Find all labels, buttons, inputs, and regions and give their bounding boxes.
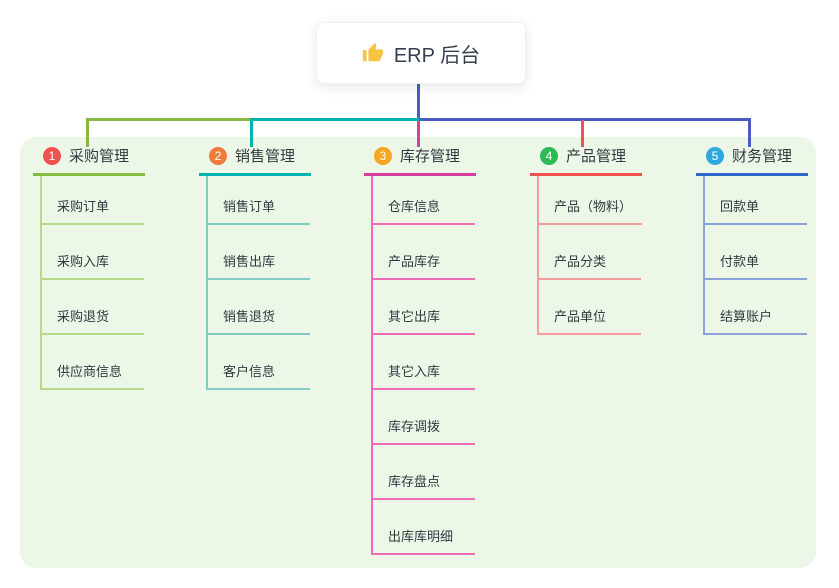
child-node[interactable]: 产品库存 (373, 225, 475, 280)
branch-index-badge: 5 (706, 146, 724, 165)
root-stem-line (417, 82, 420, 121)
drop-line-branch2 (250, 118, 253, 147)
branch-children: 销售订单 销售出库 销售退货 客户信息 (206, 176, 310, 390)
child-node[interactable]: 采购退货 (42, 280, 144, 335)
branch-column-procurement: 1 采购管理 采购订单 采购入库 采购退货 供应商信息 (33, 145, 193, 390)
branch-node-procurement[interactable]: 1 采购管理 (33, 145, 145, 176)
child-node[interactable]: 其它出库 (373, 280, 475, 335)
branch-label: 销售管理 (235, 148, 296, 165)
branch-index-badge: 1 (43, 146, 61, 165)
child-node[interactable]: 产品（物料） (539, 176, 643, 225)
thumbs-up-icon (362, 42, 383, 62)
connector-segment-green (86, 118, 252, 121)
branch-node-product[interactable]: 4 产品管理 (530, 145, 642, 176)
child-node[interactable]: 回款单 (705, 176, 807, 225)
branch-label: 采购管理 (69, 148, 130, 165)
branch-index-badge: 4 (540, 146, 558, 165)
child-node[interactable]: 结算账户 (705, 280, 807, 335)
drop-line-branch3 (417, 121, 420, 147)
drop-line-branch4 (581, 120, 584, 147)
root-node-erp-backend[interactable]: ERP 后台 (316, 22, 526, 84)
mindmap-canvas-panel (20, 137, 816, 568)
branch-label: 产品管理 (566, 148, 627, 165)
connector-segment-teal (252, 118, 419, 121)
branch-index-badge: 2 (209, 146, 227, 165)
child-node[interactable]: 采购订单 (42, 176, 144, 225)
child-node[interactable]: 出库库明细 (373, 500, 475, 555)
branch-index-badge: 3 (374, 146, 392, 165)
branch-label: 库存管理 (400, 148, 461, 165)
branch-children: 产品（物料） 产品分类 产品单位 (537, 176, 643, 335)
drop-line-branch5 (748, 118, 751, 147)
child-node[interactable]: 产品单位 (539, 280, 641, 335)
child-node[interactable]: 销售出库 (208, 225, 310, 280)
child-node[interactable]: 销售退货 (208, 280, 310, 335)
child-node[interactable]: 付款单 (705, 225, 807, 280)
branch-children: 仓库信息 产品库存 其它出库 其它入库 库存调拨 库存盘点 出库库明细 (371, 176, 475, 555)
child-node[interactable]: 其它入库 (373, 335, 475, 390)
branch-column-inventory: 3 库存管理 仓库信息 产品库存 其它出库 其它入库 库存调拨 库存盘点 出库库… (364, 145, 524, 555)
child-node[interactable]: 采购入库 (42, 225, 144, 280)
branch-label: 财务管理 (732, 148, 793, 165)
branch-children: 回款单 付款单 结算账户 (703, 176, 807, 335)
branch-column-product: 4 产品管理 产品（物料） 产品分类 产品单位 (530, 145, 690, 335)
child-node[interactable]: 销售订单 (208, 176, 310, 225)
child-node[interactable]: 客户信息 (208, 335, 310, 390)
branch-children: 采购订单 采购入库 采购退货 供应商信息 (40, 176, 144, 390)
drop-line-branch1 (86, 118, 89, 147)
branch-node-inventory[interactable]: 3 库存管理 (364, 145, 476, 176)
child-node[interactable]: 库存调拨 (373, 390, 475, 445)
child-node[interactable]: 产品分类 (539, 225, 641, 280)
branch-column-finance: 5 财务管理 回款单 付款单 结算账户 (696, 145, 839, 335)
child-node[interactable]: 库存盘点 (373, 445, 475, 500)
root-node-title: ERP 后台 (393, 44, 481, 67)
connector-segment-blue (419, 118, 751, 121)
child-node[interactable]: 供应商信息 (42, 335, 144, 390)
branch-node-sales[interactable]: 2 销售管理 (199, 145, 311, 176)
branch-node-finance[interactable]: 5 财务管理 (696, 145, 808, 176)
child-node[interactable]: 仓库信息 (373, 176, 475, 225)
branch-column-sales: 2 销售管理 销售订单 销售出库 销售退货 客户信息 (199, 145, 359, 390)
